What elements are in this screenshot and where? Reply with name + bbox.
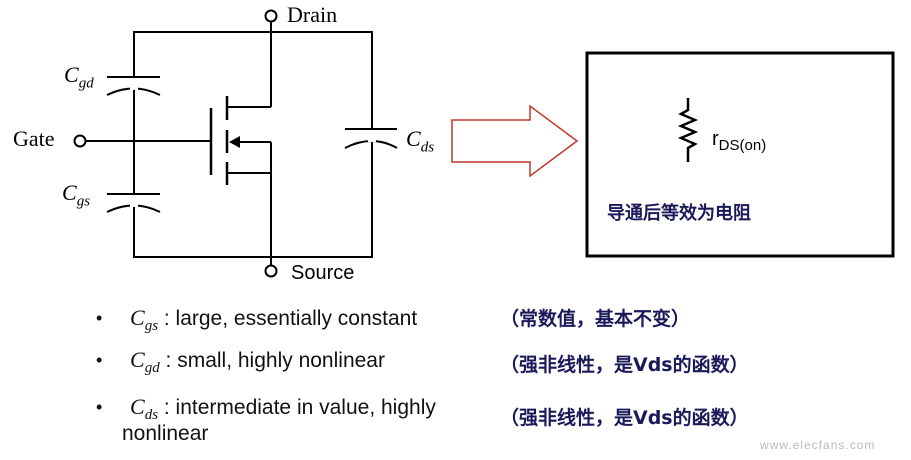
circuit-frame bbox=[133, 31, 373, 258]
gate-terminal bbox=[73, 134, 87, 148]
cgs-label: Cgs bbox=[62, 180, 91, 210]
gate-label: Gate bbox=[13, 126, 55, 151]
bullet-cgs: Cgs : large, essentially constant bbox=[130, 305, 418, 335]
cds-label: Cds bbox=[406, 126, 435, 156]
resistor-icon bbox=[677, 98, 699, 162]
source-arrow bbox=[229, 136, 240, 148]
bullet-icon: • bbox=[96, 308, 103, 328]
rdson-label: rDS(on) bbox=[712, 128, 767, 154]
note-cds: （强非线性，是Vds的函数） bbox=[500, 407, 749, 429]
cgd-label: Cgd bbox=[64, 62, 94, 92]
source-label: Source bbox=[291, 262, 355, 284]
equivalent-caption: 导通后等效为电阻 bbox=[607, 203, 751, 224]
drain-terminal bbox=[264, 9, 278, 23]
source-terminal bbox=[264, 264, 278, 278]
bullet-cds: Cds : intermediate in value, highly bbox=[130, 394, 436, 424]
equivalent-box bbox=[585, 51, 895, 258]
bullet-cgd: Cgd : small, highly nonlinear bbox=[130, 347, 385, 377]
bullet-icon: • bbox=[96, 350, 103, 370]
drain-label: Drain bbox=[287, 2, 338, 27]
bullet-icon: • bbox=[96, 397, 103, 417]
note-cgs: （常数值，基本不变） bbox=[500, 308, 691, 330]
transform-arrow bbox=[451, 104, 579, 178]
watermark: www.elecfans.com bbox=[760, 438, 876, 452]
bullet-cds-cont: nonlinear bbox=[122, 422, 209, 445]
note-cgd: （强非线性，是Vds的函数） bbox=[500, 354, 749, 376]
